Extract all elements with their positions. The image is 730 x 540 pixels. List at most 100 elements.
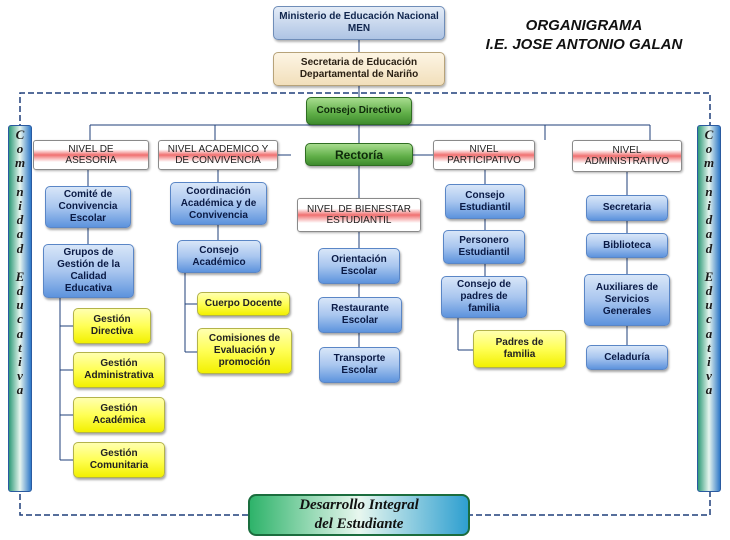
footer-line-1: Desarrollo Integral — [299, 497, 419, 513]
node-consejo-padres-line-1: Consejo de — [457, 279, 511, 290]
node-orientacion-escolar-line-2: Escolar — [340, 266, 378, 277]
node-men: Ministerio de Educación Nacional MEN — [273, 6, 445, 40]
node-restaurante-escolar: Restaurante Escolar — [318, 297, 402, 333]
node-secretaria: Secretaria — [586, 195, 668, 221]
node-gestion-academica-line-2: Académica — [92, 415, 146, 426]
sidebar-letter: a — [705, 226, 713, 242]
sidebar-letter: u — [16, 169, 24, 185]
sidebar-letter: d — [705, 212, 713, 228]
sidebar-letter: i — [18, 198, 22, 214]
node-secretaria-educacion: Secretaria de Educación Departamental de… — [273, 52, 445, 86]
node-grupos-gestion-line-4: Educativa — [64, 283, 113, 294]
node-comisiones-evaluacion-line-3: promoción — [218, 357, 271, 368]
node-biblioteca-label: Biblioteca — [603, 239, 651, 251]
node-gestion-directiva-line-1: Gestión — [93, 314, 131, 325]
node-biblioteca: Biblioteca — [586, 233, 668, 258]
node-gestion-academica-line-1: Gestión — [100, 403, 138, 414]
node-transporte-escolar-line-1: Transporte — [333, 353, 386, 364]
node-padres-familia-line-1: Padres de — [495, 337, 544, 348]
node-consejo-estudiantil: Consejo Estudiantil — [445, 184, 525, 219]
node-coordinacion: Coordinación Académica y de Convivencia — [170, 182, 267, 225]
sidebar-letter: a — [705, 325, 713, 341]
node-consejo-estudiantil-line-1: Consejo — [465, 189, 505, 201]
node-comite-convivencia: Comité de Convivencia Escolar — [45, 186, 131, 228]
node-transporte-escolar-line-2: Escolar — [341, 365, 378, 376]
node-grupos-gestion: Grupos de Gestión de la Calidad Educativ… — [43, 244, 134, 298]
node-cuerpo-docente: Cuerpo Docente — [197, 292, 290, 316]
node-celaduria-label: Celaduría — [604, 351, 650, 363]
node-orientacion-escolar: Orientación Escolar — [318, 248, 400, 284]
sidebar-letter: m — [14, 155, 26, 171]
sidebar-letter: n — [16, 183, 24, 199]
node-gestion-academica: Gestión Académica — [73, 397, 165, 433]
node-gestion-comunitaria-line-1: Gestión — [100, 448, 138, 459]
sidebar-letter: i — [707, 354, 711, 370]
level-bienestar-line-1: NIVEL DE BIENESTAR — [307, 204, 411, 215]
node-orientacion-escolar-line-1: Orientación — [331, 254, 387, 265]
node-padres-familia-line-2: familia — [503, 349, 536, 360]
node-gestion-directiva-line-2: Directiva — [90, 326, 134, 337]
level-participativo: NIVEL PARTICIPATIVO — [433, 140, 535, 170]
sidebar-letter: o — [705, 141, 713, 157]
node-auxiliares-line-2: Servicios — [604, 294, 650, 305]
footer-desarrollo-integral: Desarrollo Integral del Estudiante — [248, 494, 470, 536]
node-gestion-administrativa-line-1: Gestión — [100, 358, 138, 369]
sidebar-letter: i — [18, 354, 22, 370]
sidebar-letter: u — [705, 169, 713, 185]
node-cuerpo-docente-label: Cuerpo Docente — [204, 298, 283, 309]
level-participativo-line-2: PARTICIPATIVO — [447, 155, 521, 166]
node-grupos-gestion-line-2: Gestión de la — [57, 259, 120, 270]
sidebar-letter: d — [705, 283, 713, 299]
sidebar-letter: a — [16, 325, 24, 341]
node-secretaria-label: Secretaria — [602, 202, 652, 213]
node-padres-familia: Padres de familia — [473, 330, 566, 368]
node-consejo-padres-line-2: padres de — [460, 291, 508, 302]
sidebar-letter: E — [15, 268, 25, 284]
node-consejo-directivo-label: Consejo Directivo — [316, 105, 402, 116]
node-coordinacion-line-1: Coordinación — [186, 185, 251, 197]
sidebar-letter: m — [703, 155, 715, 171]
sidebar-letter: d — [16, 240, 24, 256]
node-restaurante-escolar-line-2: Escolar — [341, 315, 379, 326]
node-gestion-directiva: Gestión Directiva — [73, 308, 151, 344]
node-restaurante-escolar-line-1: Restaurante — [331, 303, 389, 314]
node-comisiones-evaluacion-line-2: Evaluación y — [213, 345, 276, 356]
sidebar-letter: d — [16, 283, 24, 299]
level-academico-line-1: NIVEL ACADEMICO Y — [167, 144, 269, 155]
sidebar-letter: c — [17, 311, 23, 327]
node-consejo-estudiantil-line-2: Estudiantil — [459, 201, 511, 213]
node-men-line-2: MEN — [347, 23, 371, 34]
node-rectoria: Rectoría — [305, 143, 413, 166]
chart-title: ORGANIGRAMA I.E. JOSE ANTONIO GALAN — [478, 16, 690, 54]
level-administrativo-line-2: ADMINISTRATIVO — [584, 156, 670, 167]
level-participativo-line-1: NIVEL — [469, 144, 499, 155]
sidebar-letter: d — [16, 212, 24, 228]
node-auxiliares-line-3: Generales — [602, 306, 652, 317]
sidebar-letter: n — [705, 183, 713, 199]
node-comisiones-evaluacion: Comisiones de Evaluación y promoción — [197, 328, 292, 374]
node-personero-estudiantil-line-1: Personero — [459, 235, 509, 246]
node-consejo-padres-line-3: familia — [468, 303, 500, 314]
node-gestion-comunitaria-line-2: Comunitaria — [89, 460, 149, 471]
level-asesoria-line-1: NIVEL DE — [68, 144, 114, 155]
title-line-1: ORGANIGRAMA — [525, 17, 643, 34]
sidebar-letter: d — [705, 240, 713, 256]
node-personero-estudiantil-line-2: Estudiantil — [458, 247, 510, 258]
node-consejo-academico-line-1: Consejo — [199, 244, 239, 256]
node-grupos-gestion-line-3: Calidad — [70, 271, 107, 282]
level-bienestar-line-2: ESTUDIANTIL — [326, 215, 392, 226]
node-grupos-gestion-line-1: Grupos de — [63, 247, 114, 258]
node-comite-convivencia-line-2: Convivencia — [58, 201, 118, 212]
sidebar-letter: i — [707, 198, 711, 214]
level-administrativo: NIVEL ADMINISTRATIVO — [572, 140, 682, 172]
sidebar-letter: a — [16, 226, 24, 242]
node-rectoria-label: Rectoría — [334, 147, 384, 162]
sidebar-letter: v — [706, 368, 712, 384]
sidebar-letter: E — [704, 268, 714, 284]
node-coordinacion-line-2: Académica y de — [180, 197, 257, 209]
level-asesoria: NIVEL DE ASESORIA — [33, 140, 149, 170]
